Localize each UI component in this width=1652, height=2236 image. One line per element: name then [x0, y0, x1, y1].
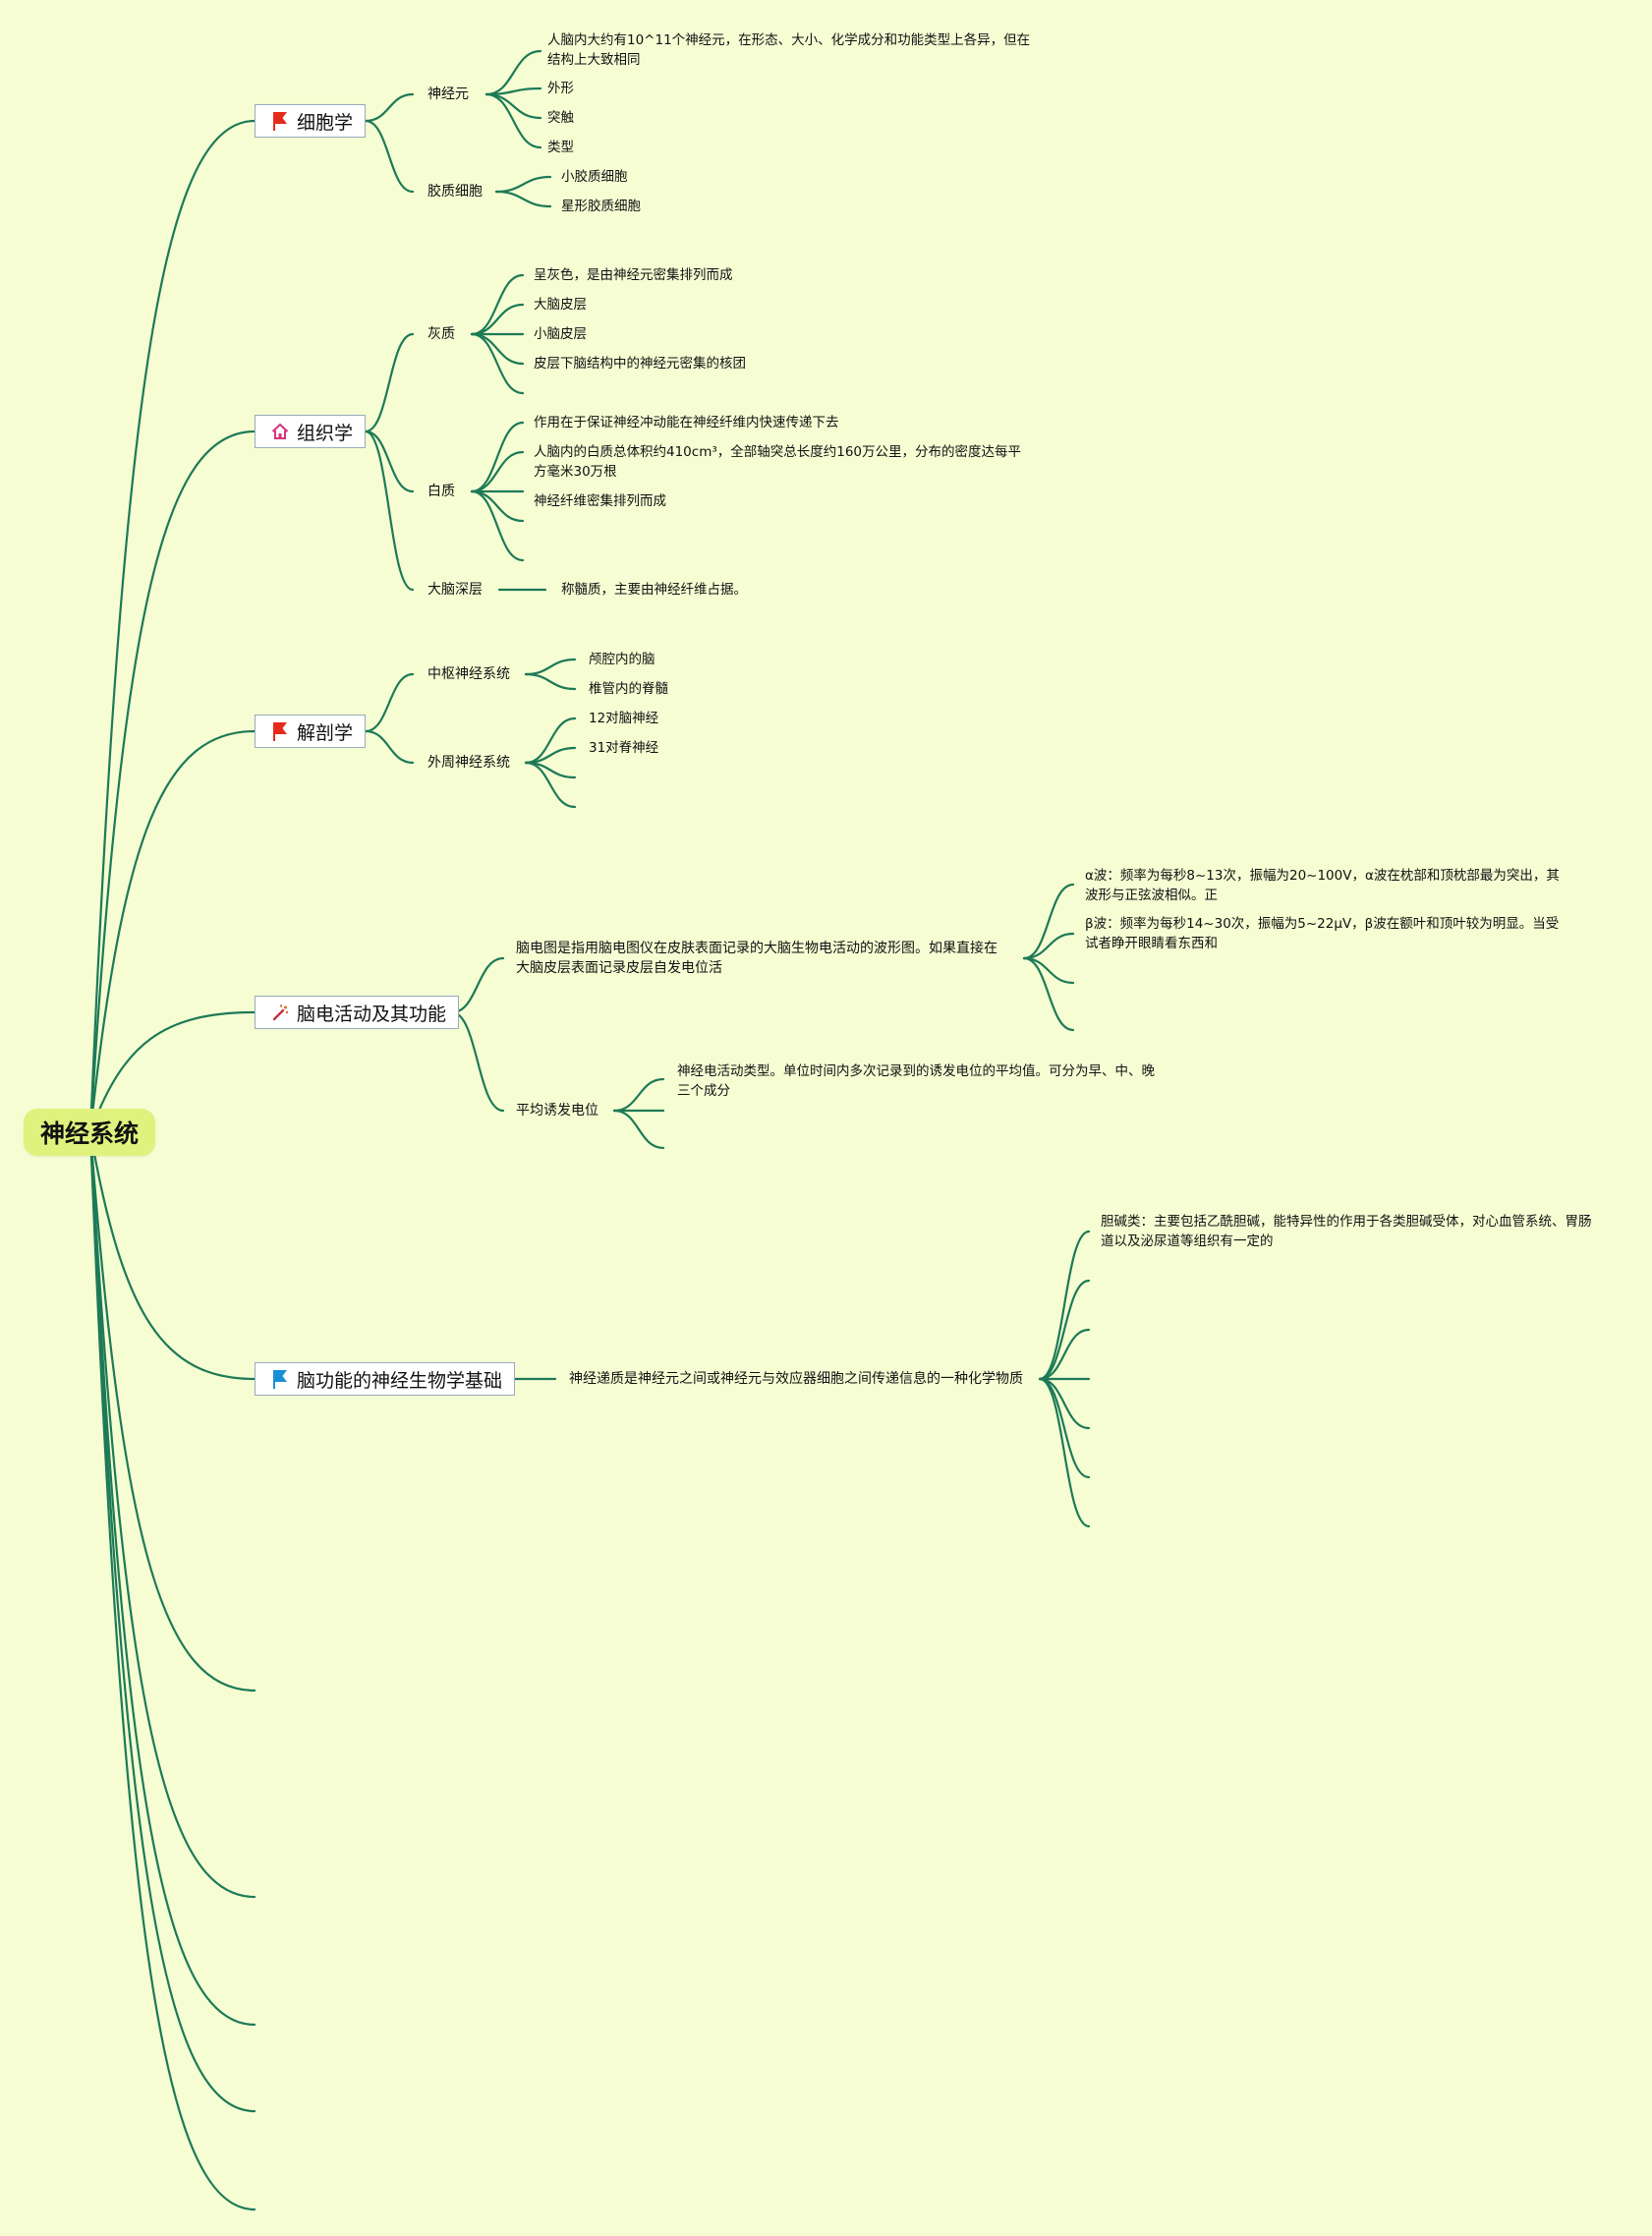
leaf-cerebral-cortex[interactable]: 大脑皮层 — [534, 297, 587, 313]
transmitter-leaf-1 — [1038, 1279, 1091, 1381]
leaf-microglia[interactable]: 小胶质细胞 — [561, 169, 628, 185]
cytology-to-neuron — [364, 92, 415, 123]
node-neurotransmitter[interactable]: 神经递质是神经元之间或神经元与效应器细胞之间传递信息的一种化学物质 — [569, 1371, 1023, 1387]
cytology-to-glia — [364, 119, 415, 194]
cns-leaf-0 — [524, 658, 577, 676]
node-evoked-potential[interactable]: 平均诱发电位 — [516, 1103, 598, 1118]
node-deep-brain[interactable]: 大脑深层 — [427, 582, 483, 598]
root-to-empty-branch-3 — [88, 1130, 256, 2027]
eeg-to-definition — [450, 956, 505, 1014]
leaf-white-function[interactable]: 作用在于保证神经冲动能在神经纤维内快速传递下去 — [534, 415, 839, 430]
magic-wand-icon — [269, 1002, 291, 1023]
node-glia[interactable]: 胶质细胞 — [427, 184, 483, 200]
connector-lines — [88, 49, 1091, 2211]
root-to-anatomy — [88, 729, 256, 1134]
white-leaf-0 — [470, 421, 525, 493]
node-cns[interactable]: 中枢神经系统 — [427, 666, 510, 682]
root-to-neurobiology — [88, 1130, 256, 1381]
home-icon — [269, 421, 291, 442]
node-gray-matter[interactable]: 灰质 — [427, 326, 455, 342]
branch-neurobiology-label: 脑功能的神经生物学基础 — [297, 1369, 503, 1392]
leaf-neuron-types[interactable]: 类型 — [547, 140, 574, 155]
pns-leaf-3 — [524, 761, 577, 809]
node-white-matter[interactable]: 白质 — [427, 484, 455, 499]
leaf-evoked-types[interactable]: 神经电活动类型。单位时间内多次记录到的诱发电位的平均值。可分为早、中、晚三个成分 — [677, 1063, 1155, 1099]
node-pns[interactable]: 外周神经系统 — [427, 755, 510, 771]
transmitter-leaf-6 — [1038, 1377, 1091, 1528]
root-to-empty-branch-4 — [88, 1130, 256, 2113]
root-to-empty-branch-2 — [88, 1130, 256, 1899]
anatomy-to-pns — [364, 729, 415, 765]
leaf-medulla[interactable]: 称髓质，主要由神经纤维占据。 — [561, 582, 747, 598]
neuron-leaf-2 — [484, 92, 542, 120]
branch-anatomy-label: 解剖学 — [297, 721, 354, 744]
glia-leaf-0 — [494, 175, 552, 194]
branch-cytology[interactable]: 细胞学 — [255, 104, 367, 138]
eeg-def-leaf-0 — [1022, 883, 1075, 960]
transmitter-leaf-2 — [1038, 1328, 1091, 1381]
eeg-def-leaf-3 — [1022, 956, 1075, 1032]
branch-histology[interactable]: 组织学 — [255, 415, 367, 448]
blue-flag-icon — [269, 1368, 291, 1390]
histology-to-white — [364, 430, 415, 493]
leaf-white-volume[interactable]: 人脑内的白质总体积约410cm³，全部轴突总长度约160万公里，分布的密度达每平… — [534, 444, 1022, 480]
white-leaf-3 — [470, 489, 525, 523]
leaf-spinal-cord[interactable]: 椎管内的脊髓 — [589, 681, 668, 697]
leaf-subcortical-nuclei[interactable]: 皮层下脑结构中的神经元密集的核团 — [534, 356, 746, 372]
leaf-beta-wave[interactable]: β波：频率为每秒14~30次，振幅为5~22μV，β波在额叶和顶叶较为明显。当受… — [1085, 916, 1560, 951]
histology-to-gray — [364, 332, 415, 433]
leaf-cholines[interactable]: 胆碱类：主要包括乙酰胆碱，能特异性的作用于各类胆碱受体，对心血管系统、胃肠道以及… — [1101, 1214, 1592, 1249]
branch-neurobiology[interactable]: 脑功能的神经生物学基础 — [255, 1362, 516, 1396]
gray-leaf-1 — [470, 303, 525, 336]
neuron-leaf-3 — [484, 92, 542, 149]
red-flag-icon — [269, 110, 291, 132]
root-to-histology — [88, 430, 256, 1134]
branch-cytology-label: 细胞学 — [297, 111, 354, 134]
transmitter-leaf-0 — [1038, 1230, 1091, 1381]
white-leaf-4 — [470, 489, 525, 562]
leaf-gray-desc[interactable]: 呈灰色，是由神经元密集排列而成 — [534, 267, 733, 283]
branch-histology-label: 组织学 — [297, 422, 354, 444]
histology-to-deep — [364, 430, 415, 592]
leaf-spinal-nerves[interactable]: 31对脊神经 — [589, 740, 659, 756]
eeg-to-evoked — [450, 1010, 505, 1113]
root-topic[interactable]: 神经系统 — [24, 1109, 155, 1156]
node-neuron[interactable]: 神经元 — [427, 86, 469, 102]
leaf-cranial-nerves[interactable]: 12对脑神经 — [589, 711, 659, 726]
root-to-eeg — [88, 1010, 256, 1134]
transmitter-leaf-4 — [1038, 1377, 1091, 1430]
leaf-astrocyte[interactable]: 星形胶质细胞 — [561, 199, 641, 214]
node-eeg-definition[interactable]: 脑电图是指用脑电图仪在皮肤表面记录的大脑生物电活动的波形图。如果直接在大脑皮层表… — [516, 941, 997, 976]
root-to-empty-branch-1 — [88, 1130, 256, 1692]
anatomy-to-cns — [364, 672, 415, 733]
branch-anatomy[interactable]: 解剖学 — [255, 715, 367, 748]
branch-eeg-label: 脑电活动及其功能 — [297, 1003, 447, 1025]
leaf-neuron-synapse[interactable]: 突触 — [547, 110, 574, 126]
gray-leaf-3 — [470, 332, 525, 366]
evoked-leaf-0 — [612, 1077, 665, 1113]
leaf-brain-in-skull[interactable]: 颅腔内的脑 — [589, 652, 655, 667]
root-to-empty-branch-5 — [88, 1130, 256, 2211]
red-flag-icon — [269, 720, 291, 742]
root-to-cytology — [88, 119, 256, 1134]
eeg-def-leaf-1 — [1022, 932, 1075, 960]
leaf-white-fibers[interactable]: 神经纤维密集排列而成 — [534, 493, 666, 509]
leaf-alpha-wave[interactable]: α波：频率为每秒8~13次，振幅为20~100V，α波在枕部和顶枕部最为突出，其… — [1085, 868, 1560, 903]
leaf-neuron-shape[interactable]: 外形 — [547, 81, 574, 96]
cns-leaf-1 — [524, 672, 577, 691]
neuron-leaf-1 — [484, 86, 542, 96]
leaf-neuron-count[interactable]: 人脑内大约有10^11个神经元，在形态、大小、化学成分和功能类型上各异，但在结构… — [547, 32, 1031, 68]
transmitter-leaf-5 — [1038, 1377, 1091, 1479]
branch-eeg[interactable]: 脑电活动及其功能 — [255, 996, 460, 1029]
glia-leaf-1 — [494, 190, 552, 208]
gray-leaf-4 — [470, 332, 525, 395]
leaf-cerebellar-cortex[interactable]: 小脑皮层 — [534, 326, 587, 342]
white-leaf-1 — [470, 450, 525, 493]
evoked-leaf-2 — [612, 1109, 665, 1150]
